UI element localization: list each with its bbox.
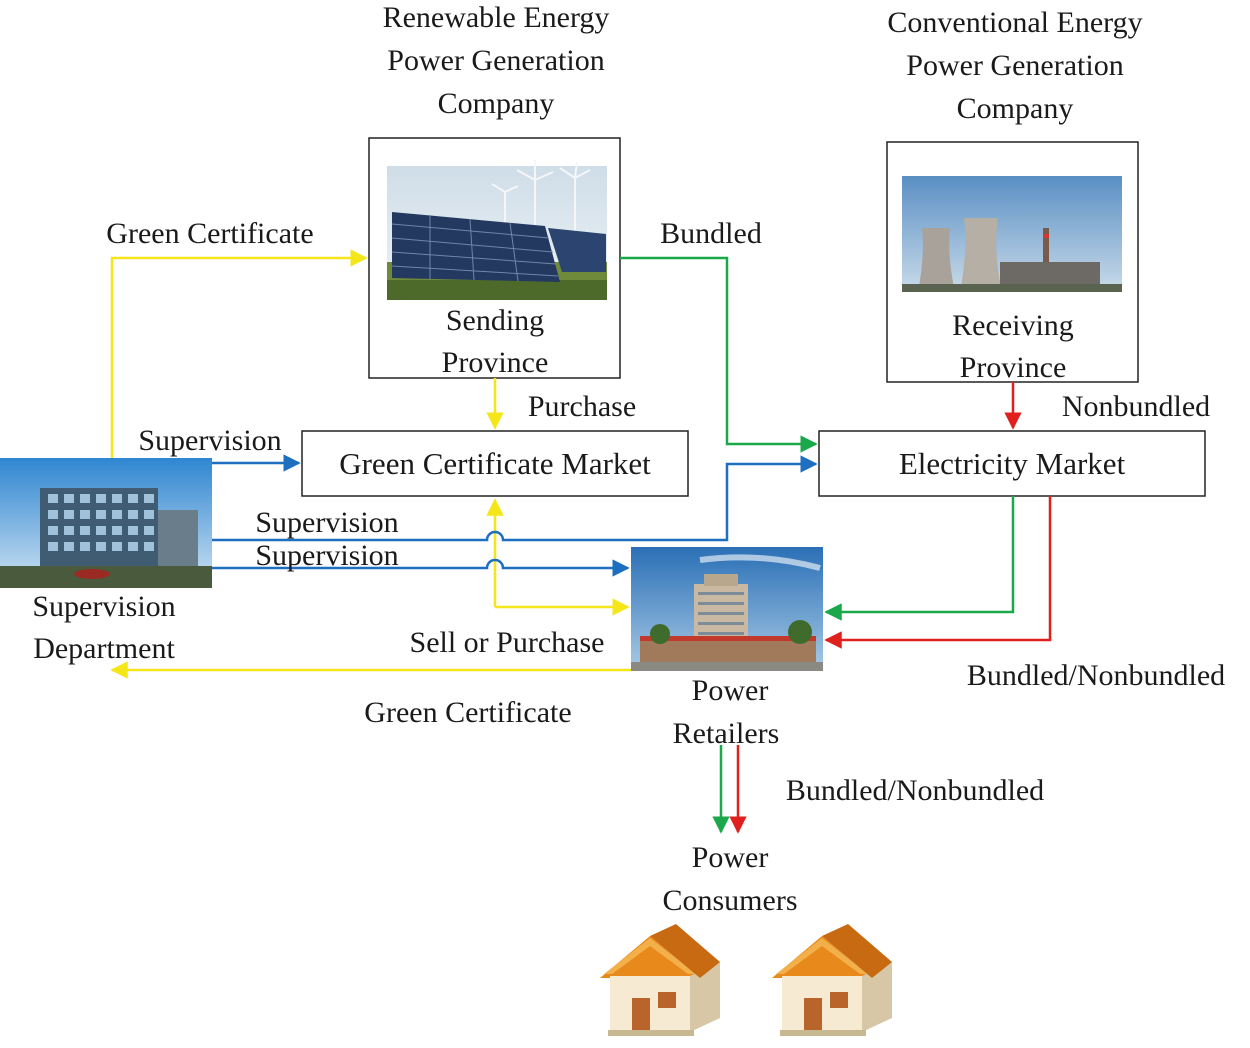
renewable-title-line-3: Company	[438, 87, 555, 120]
conventional-title-line-2: Power Generation	[906, 49, 1123, 82]
green-certificate-issue-arrow	[110, 249, 368, 458]
edge-label-supervision-3: Supervision	[255, 539, 398, 572]
edge-label-green-certificate-top: Green Certificate	[106, 217, 313, 250]
renewable-title-line-2: Power Generation	[387, 44, 604, 77]
retail-nonbundled-arrow	[824, 496, 1052, 649]
conventional-title-line-3: Company	[957, 92, 1074, 125]
bundled-arrow	[620, 256, 818, 453]
supervision-department-caption-line-1: Supervision	[32, 590, 175, 623]
edge-label-bundled: Bundled	[660, 217, 762, 250]
renewable-title-line-1: Renewable Energy	[383, 1, 610, 34]
sending-province-node: Sending Province	[368, 137, 621, 379]
retail-building-image	[631, 547, 823, 671]
office-building-image	[0, 458, 212, 588]
supervision-department-node: Supervision Department	[0, 458, 212, 665]
receiving-province-caption-line-1: Receiving	[952, 309, 1074, 342]
sending-province-caption-line-2: Province	[442, 346, 549, 379]
receiving-province-caption-line-2: Province	[960, 351, 1067, 384]
renewable-company-title: Renewable Energy Power Generation Compan…	[383, 1, 610, 120]
edge-label-bundled-nonbundled-right: Bundled/Nonbundled	[967, 659, 1225, 692]
edge-label-sell-or-purchase: Sell or Purchase	[410, 626, 605, 659]
receiving-province-node: Receiving Province	[886, 141, 1139, 384]
power-retailers-node: Power Retailers	[631, 547, 823, 750]
edge-label-nonbundled: Nonbundled	[1062, 390, 1210, 423]
electricity-market-node: Electricity Market	[818, 430, 1206, 497]
solar-wind-image	[387, 160, 607, 300]
edge-label-bundled-nonbundled-bottom: Bundled/Nonbundled	[786, 774, 1044, 807]
power-consumers-caption-line-1: Power	[692, 841, 769, 874]
power-retailers-caption-line-1: Power	[692, 674, 769, 707]
edge-label-purchase: Purchase	[528, 390, 636, 423]
edge-label-supervision-2: Supervision	[255, 506, 398, 539]
edge-label-supervision-1: Supervision	[138, 424, 281, 457]
supervision-electricity-market-arrow	[212, 455, 818, 542]
power-plant-image	[902, 176, 1122, 292]
house-icon	[600, 924, 720, 1036]
electricity-market-box	[818, 430, 1206, 497]
sending-province-caption-line-1: Sending	[446, 304, 544, 337]
edge-label-green-certificate-bottom: Green Certificate	[364, 696, 571, 729]
electricity-market-label: Electricity Market	[899, 446, 1126, 481]
supervision-department-caption-line-2: Department	[33, 632, 175, 665]
green-certificate-market-label: Green Certificate Market	[339, 446, 651, 481]
conventional-title-line-1: Conventional Energy	[887, 6, 1142, 39]
retail-bundled-arrow	[824, 496, 1015, 621]
green-certificate-market-box	[301, 430, 689, 497]
supervision-retailers-arrow	[212, 558, 630, 577]
power-retailers-caption-line-2: Retailers	[673, 717, 780, 750]
green-certificate-market-node: Green Certificate Market	[301, 430, 689, 497]
house-icon	[772, 924, 892, 1036]
conventional-company-title: Conventional Energy Power Generation Com…	[887, 6, 1142, 125]
power-consumers-node: Power Consumers	[600, 841, 892, 1036]
power-consumers-caption-line-2: Consumers	[663, 884, 798, 917]
